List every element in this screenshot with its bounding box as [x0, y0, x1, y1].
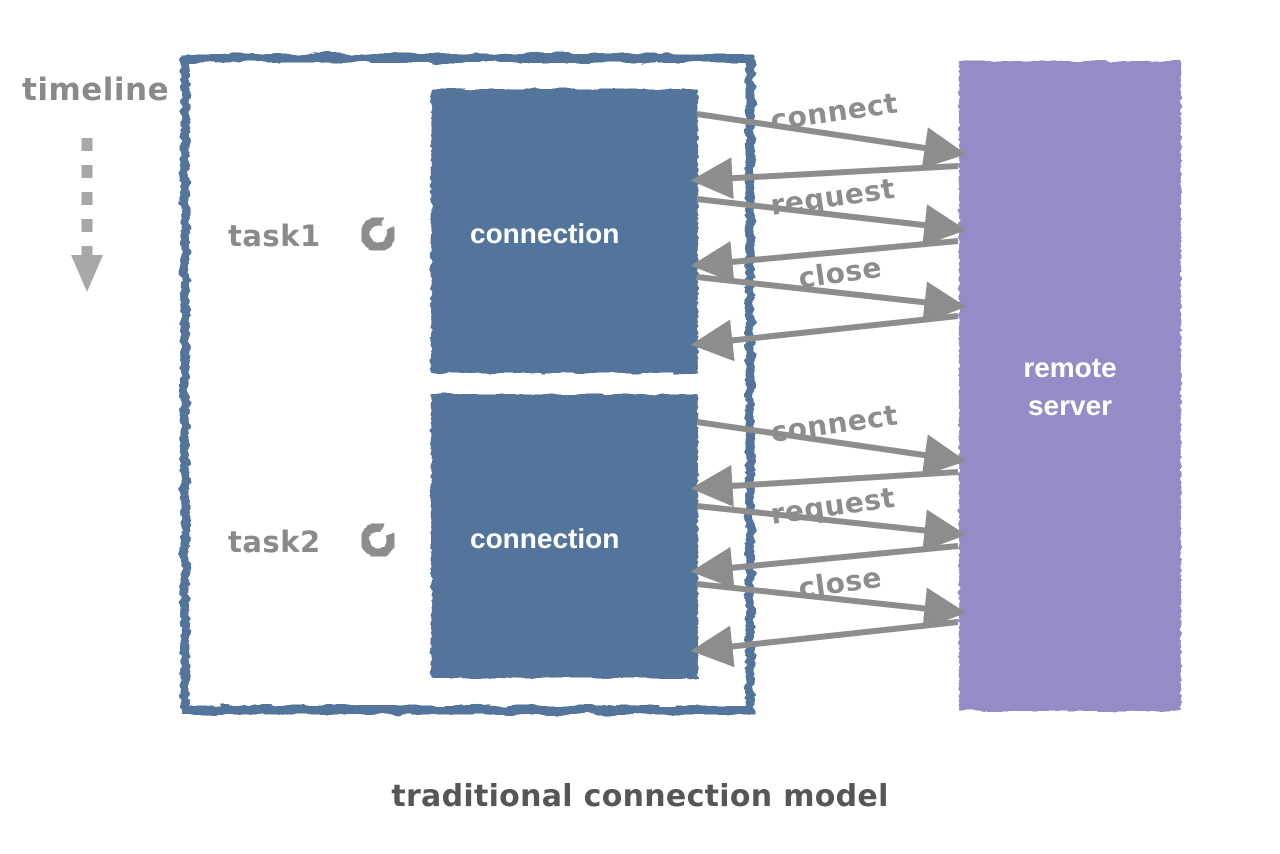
remote-server-label-line1: remote: [1023, 352, 1116, 383]
loading-spinner-icon: [360, 522, 396, 558]
connection-box-label: connection: [470, 523, 619, 554]
message-arrow-right: [696, 581, 967, 630]
connection-box[interactable]: connection: [431, 89, 698, 373]
task-label-task1: task1: [228, 219, 321, 253]
connection-box[interactable]: connection: [431, 394, 698, 678]
message-arrow-right: [696, 111, 967, 169]
message-arrow-left: [690, 464, 959, 507]
message-arrow-left: [690, 157, 959, 200]
message-arrow-right: [696, 419, 967, 476]
loading-spinner-icon: [360, 216, 396, 252]
message-label-close: close: [796, 561, 883, 605]
diagram-caption: traditional connection model: [391, 779, 888, 814]
task-label-task2: task2: [228, 525, 321, 559]
remote-server-box[interactable]: remote server: [959, 61, 1181, 711]
timeline-indicator: [71, 138, 103, 292]
message-arrow-left: [690, 543, 959, 589]
timeline-arrowhead: [71, 255, 103, 292]
timeline-label: timeline: [22, 72, 169, 108]
message-arrow-right: [696, 274, 967, 324]
message-arrow-right: [696, 503, 967, 552]
connection-box-label: connection: [470, 218, 619, 249]
message-arrow-left: [690, 619, 959, 668]
message-label-connect: connect: [768, 86, 900, 137]
message-arrow-left: [690, 238, 959, 283]
remote-server-label-line2: server: [1028, 390, 1112, 421]
message-arrow-left: [690, 313, 959, 362]
message-arrow-right: [696, 196, 967, 247]
